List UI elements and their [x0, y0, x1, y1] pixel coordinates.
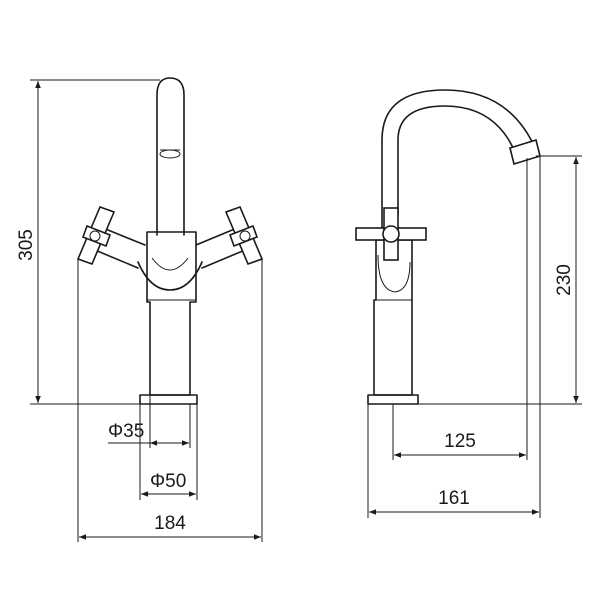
dim-label-184: 184 — [154, 513, 186, 534]
side-handle — [355, 207, 427, 261]
front-aerator — [159, 149, 181, 159]
dim-label-305: 305 — [16, 229, 37, 261]
dim-label-161: 161 — [438, 488, 470, 509]
side-body — [373, 239, 413, 396]
front-left-handle — [76, 205, 116, 266]
side-spout — [381, 89, 537, 231]
front-right-handle — [224, 205, 264, 266]
dim-label-phi35: Φ35 — [108, 421, 144, 442]
side-dimensions: 230 125 161 — [367, 155, 582, 518]
side-spout-tip — [509, 138, 541, 166]
front-body — [146, 231, 197, 396]
front-hub — [137, 261, 203, 291]
side-view — [355, 89, 541, 405]
front-base — [139, 394, 198, 405]
side-base — [367, 394, 419, 405]
dim-label-230: 230 — [554, 264, 575, 296]
front-dimensions: 305 Φ35 Φ50 184 — [16, 79, 263, 542]
dim-label-125: 125 — [444, 431, 476, 452]
front-view — [76, 77, 264, 405]
dim-label-phi50: Φ50 — [150, 471, 186, 492]
front-spout — [156, 77, 185, 236]
